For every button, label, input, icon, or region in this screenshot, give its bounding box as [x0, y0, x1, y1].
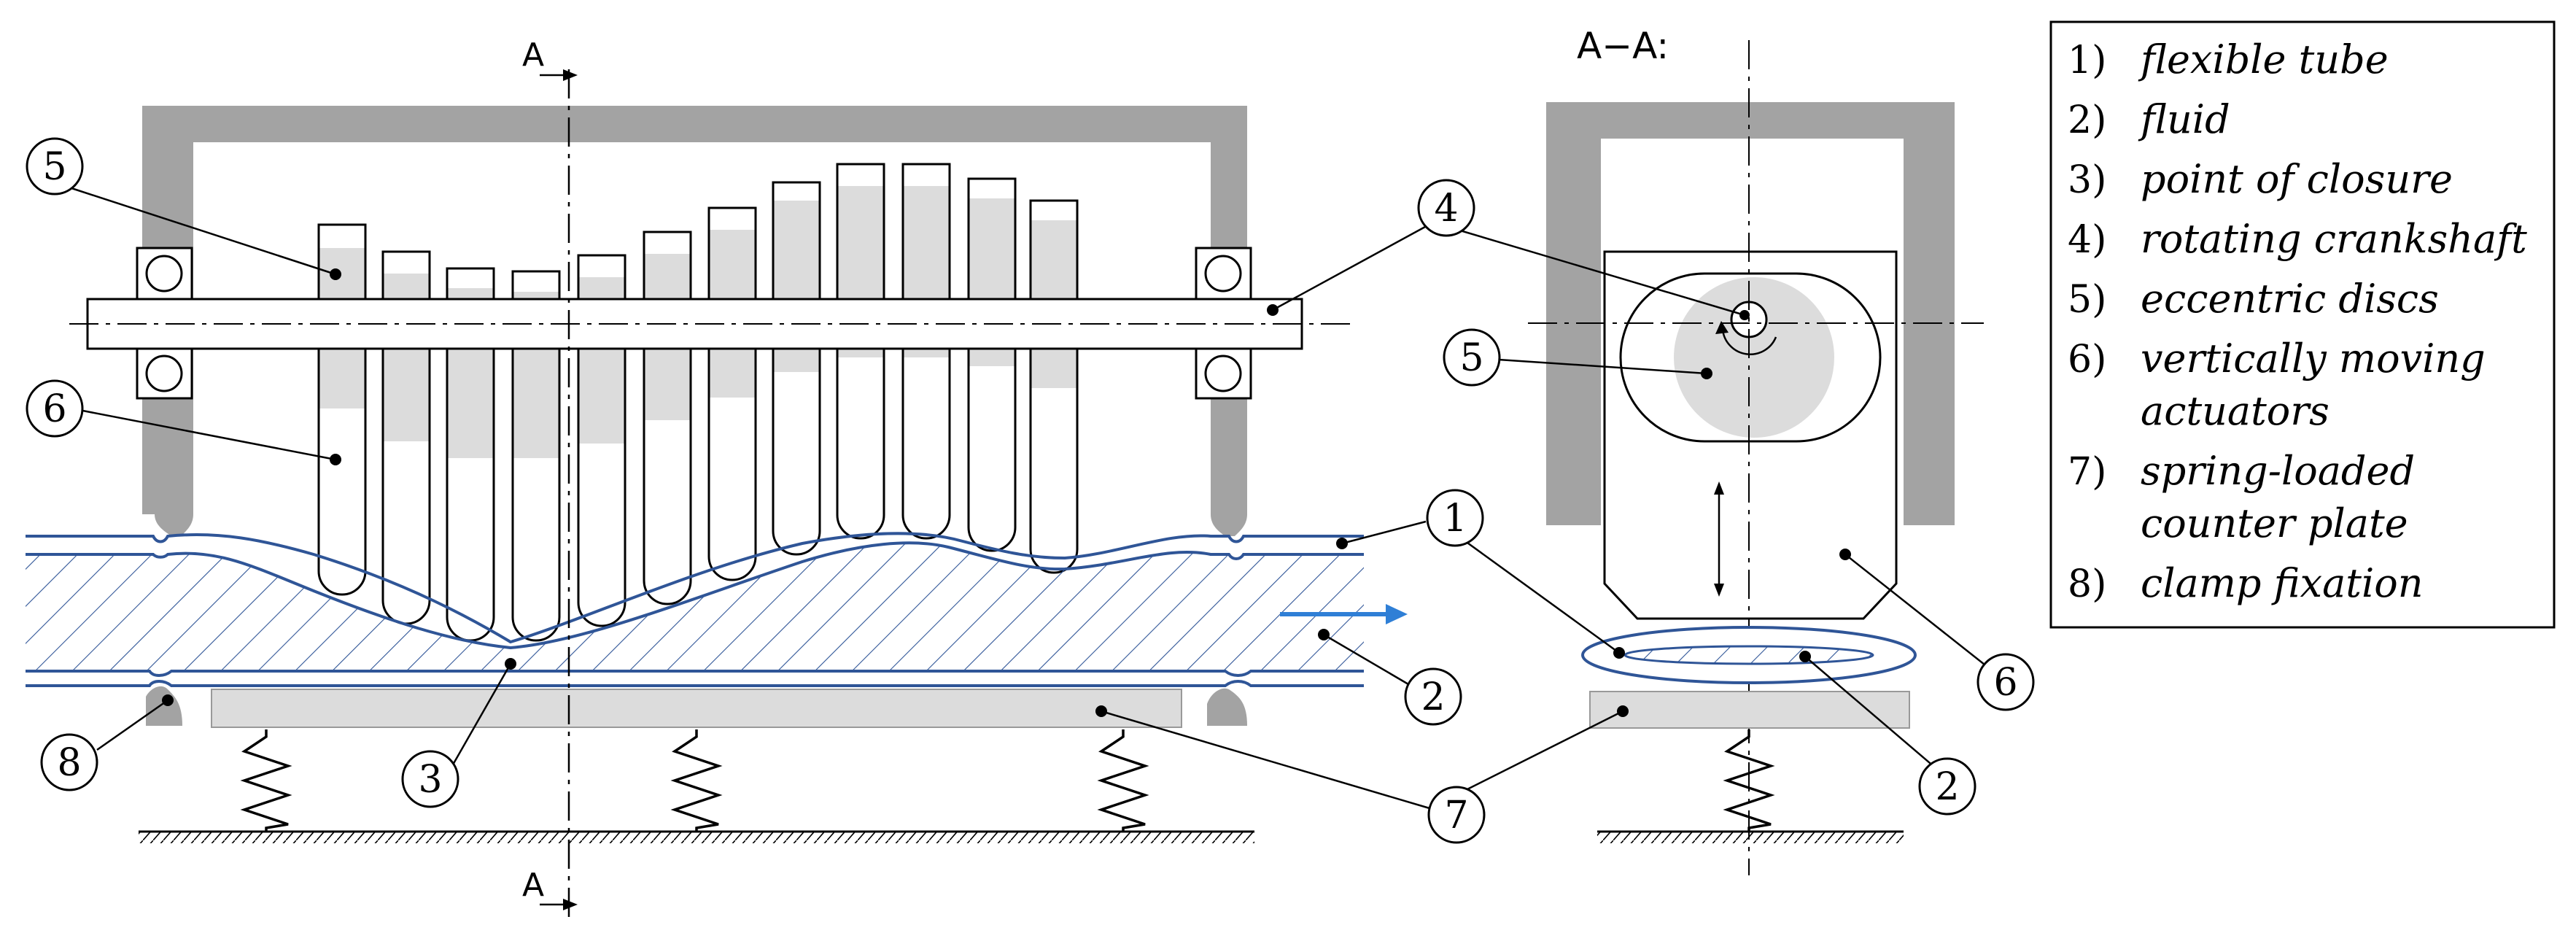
legend-number: 7) [2068, 450, 2106, 494]
fluid-hatch [26, 543, 1364, 675]
actuator-12 [1029, 199, 1079, 574]
legend-label: rotating crankshaft [2141, 216, 2527, 262]
ground-section [1597, 832, 1904, 843]
actuator-11 [967, 177, 1017, 552]
callout-4: 4 [1417, 179, 1475, 237]
legend-label: clamp fixation [2141, 560, 2424, 606]
svg-text:6: 6 [1993, 661, 2017, 705]
svg-text:3: 3 [418, 758, 442, 802]
legend-item-6: 6) vertically moving actuators [2068, 336, 2486, 434]
callout-1: 1 [1426, 489, 1484, 547]
legend-label: actuators [2141, 388, 2329, 434]
section-marker-top: A [522, 36, 578, 81]
svg-text:2: 2 [1935, 765, 1959, 809]
callout-2-left: 2 [1404, 667, 1462, 726]
legend-label: eccentric discs [2141, 276, 2439, 322]
actuator-8 [772, 181, 821, 556]
callout-2-section: 2 [1918, 757, 1976, 816]
callout-5-left: 5 [26, 137, 84, 195]
callout-6-section: 6 [1976, 653, 2035, 711]
legend-number: 3) [2068, 158, 2106, 202]
clamp-fixation-right [1207, 688, 1247, 726]
fluid-cross-section [1623, 645, 1874, 665]
actuator-1 [317, 223, 367, 596]
callouts: 5 6 8 3 4 1 2 7 [26, 137, 2035, 844]
legend-number: 2) [2068, 98, 2106, 142]
counter-plate-section [1589, 691, 1910, 729]
section-view-a-a: A−A: [1528, 25, 1984, 875]
spring-section [1723, 729, 1775, 832]
svg-text:5: 5 [1459, 336, 1483, 380]
legend-label: spring-loaded [2141, 448, 2415, 494]
callout-6-left: 6 [26, 379, 84, 438]
legend-number: 4) [2068, 218, 2106, 262]
legend: 1) flexible tube 2) fluid 3) point of closure… [2049, 20, 2556, 629]
eccentric-disc-section [1674, 277, 1834, 438]
legend-label: fluid [2138, 96, 2230, 142]
legend-label: flexible tube [2138, 36, 2389, 82]
clamp-fixation-left [146, 686, 182, 726]
legend-label: vertically moving [2141, 336, 2486, 382]
housing-frame-section [1546, 102, 1955, 525]
callout-5-section: 5 [1443, 328, 1501, 387]
legend-item-4: 4) rotating crankshaft [2068, 216, 2527, 262]
actuator-9 [836, 163, 885, 540]
svg-text:5: 5 [42, 145, 66, 189]
actuator-10 [901, 163, 951, 540]
legend-box [2049, 20, 2556, 629]
section-title: A−A: [1577, 25, 1669, 67]
flow-direction-arrow [1280, 604, 1408, 624]
ground [139, 830, 1254, 843]
left-view: A A [26, 36, 1408, 919]
counter-plate [211, 689, 1182, 728]
legend-item-7: 7) spring-loaded counter plate [2068, 448, 2415, 546]
legend-item-8: 8) clamp fixation [2068, 560, 2424, 606]
bearing-right [1195, 247, 1252, 400]
springs [240, 729, 1149, 832]
svg-text:4: 4 [1434, 187, 1458, 231]
svg-text:7: 7 [1444, 794, 1468, 837]
svg-text:1: 1 [1443, 497, 1467, 541]
section-marker-bottom: A [522, 867, 578, 910]
actuator-7 [707, 206, 757, 581]
rotation-arrow-icon [1721, 329, 1777, 356]
actuator-6 [643, 231, 692, 605]
legend-number: 6) [2068, 338, 2106, 382]
svg-text:A: A [522, 867, 544, 904]
flexible-tube [26, 532, 1364, 687]
vertical-motion-arrow [1714, 481, 1724, 597]
legend-label: counter plate [2141, 500, 2408, 546]
callout-3: 3 [401, 750, 459, 808]
legend-number: 1) [2068, 39, 2106, 82]
legend-item-5: 5) eccentric discs [2068, 276, 2439, 322]
legend-number: 8) [2068, 562, 2106, 606]
callout-8: 8 [40, 733, 98, 791]
legend-item-3: 3) point of closure [2068, 156, 2453, 202]
svg-text:A: A [522, 36, 544, 74]
legend-label: point of closure [2141, 156, 2453, 202]
legend-item-1: 1) flexible tube [2068, 36, 2389, 82]
callout-7: 7 [1427, 786, 1486, 844]
svg-text:6: 6 [42, 387, 66, 431]
legend-number: 5) [2068, 278, 2106, 322]
svg-text:2: 2 [1421, 675, 1445, 719]
svg-text:8: 8 [57, 741, 81, 785]
legend-item-2: 2) fluid [2068, 96, 2230, 142]
